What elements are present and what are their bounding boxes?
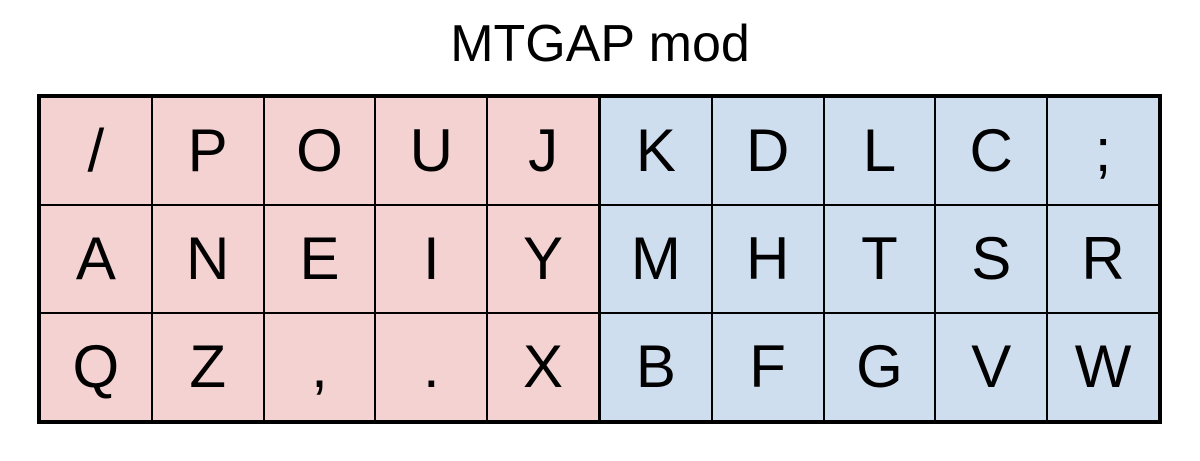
key-cell[interactable]: X	[486, 312, 601, 423]
key-cell[interactable]: H	[710, 204, 825, 314]
key-cell[interactable]: /	[38, 95, 153, 206]
key-cell[interactable]: B	[598, 312, 713, 423]
key-cell[interactable]: R	[1046, 204, 1161, 314]
key-cell[interactable]: K	[598, 95, 713, 206]
key-cell[interactable]: Z	[150, 312, 265, 423]
key-cell[interactable]: N	[150, 204, 265, 314]
key-cell[interactable]: L	[822, 95, 937, 206]
key-cell[interactable]: ;	[1046, 95, 1161, 206]
key-cell[interactable]: Y	[486, 204, 601, 314]
key-cell[interactable]: I	[374, 204, 489, 314]
key-cell[interactable]: O	[262, 95, 377, 206]
key-cell[interactable]: A	[38, 204, 153, 314]
page-title: MTGAP mod	[450, 15, 750, 73]
key-cell[interactable]: C	[934, 95, 1049, 206]
key-cell[interactable]: W	[1046, 312, 1161, 423]
key-cell[interactable]: F	[710, 312, 825, 423]
key-cell[interactable]: T	[822, 204, 937, 314]
key-cell[interactable]: Q	[38, 312, 153, 423]
key-cell[interactable]: .	[374, 312, 489, 423]
key-cell[interactable]: M	[598, 204, 713, 314]
key-cell[interactable]: S	[934, 204, 1049, 314]
key-cell[interactable]: D	[710, 95, 825, 206]
key-cell[interactable]: G	[822, 312, 937, 423]
key-cell[interactable]: P	[150, 95, 265, 206]
key-cell[interactable]: U	[374, 95, 489, 206]
key-cell[interactable]: E	[262, 204, 377, 314]
key-cell[interactable]: V	[934, 312, 1049, 423]
key-cell[interactable]: ,	[262, 312, 377, 423]
key-cell[interactable]: J	[486, 95, 601, 206]
